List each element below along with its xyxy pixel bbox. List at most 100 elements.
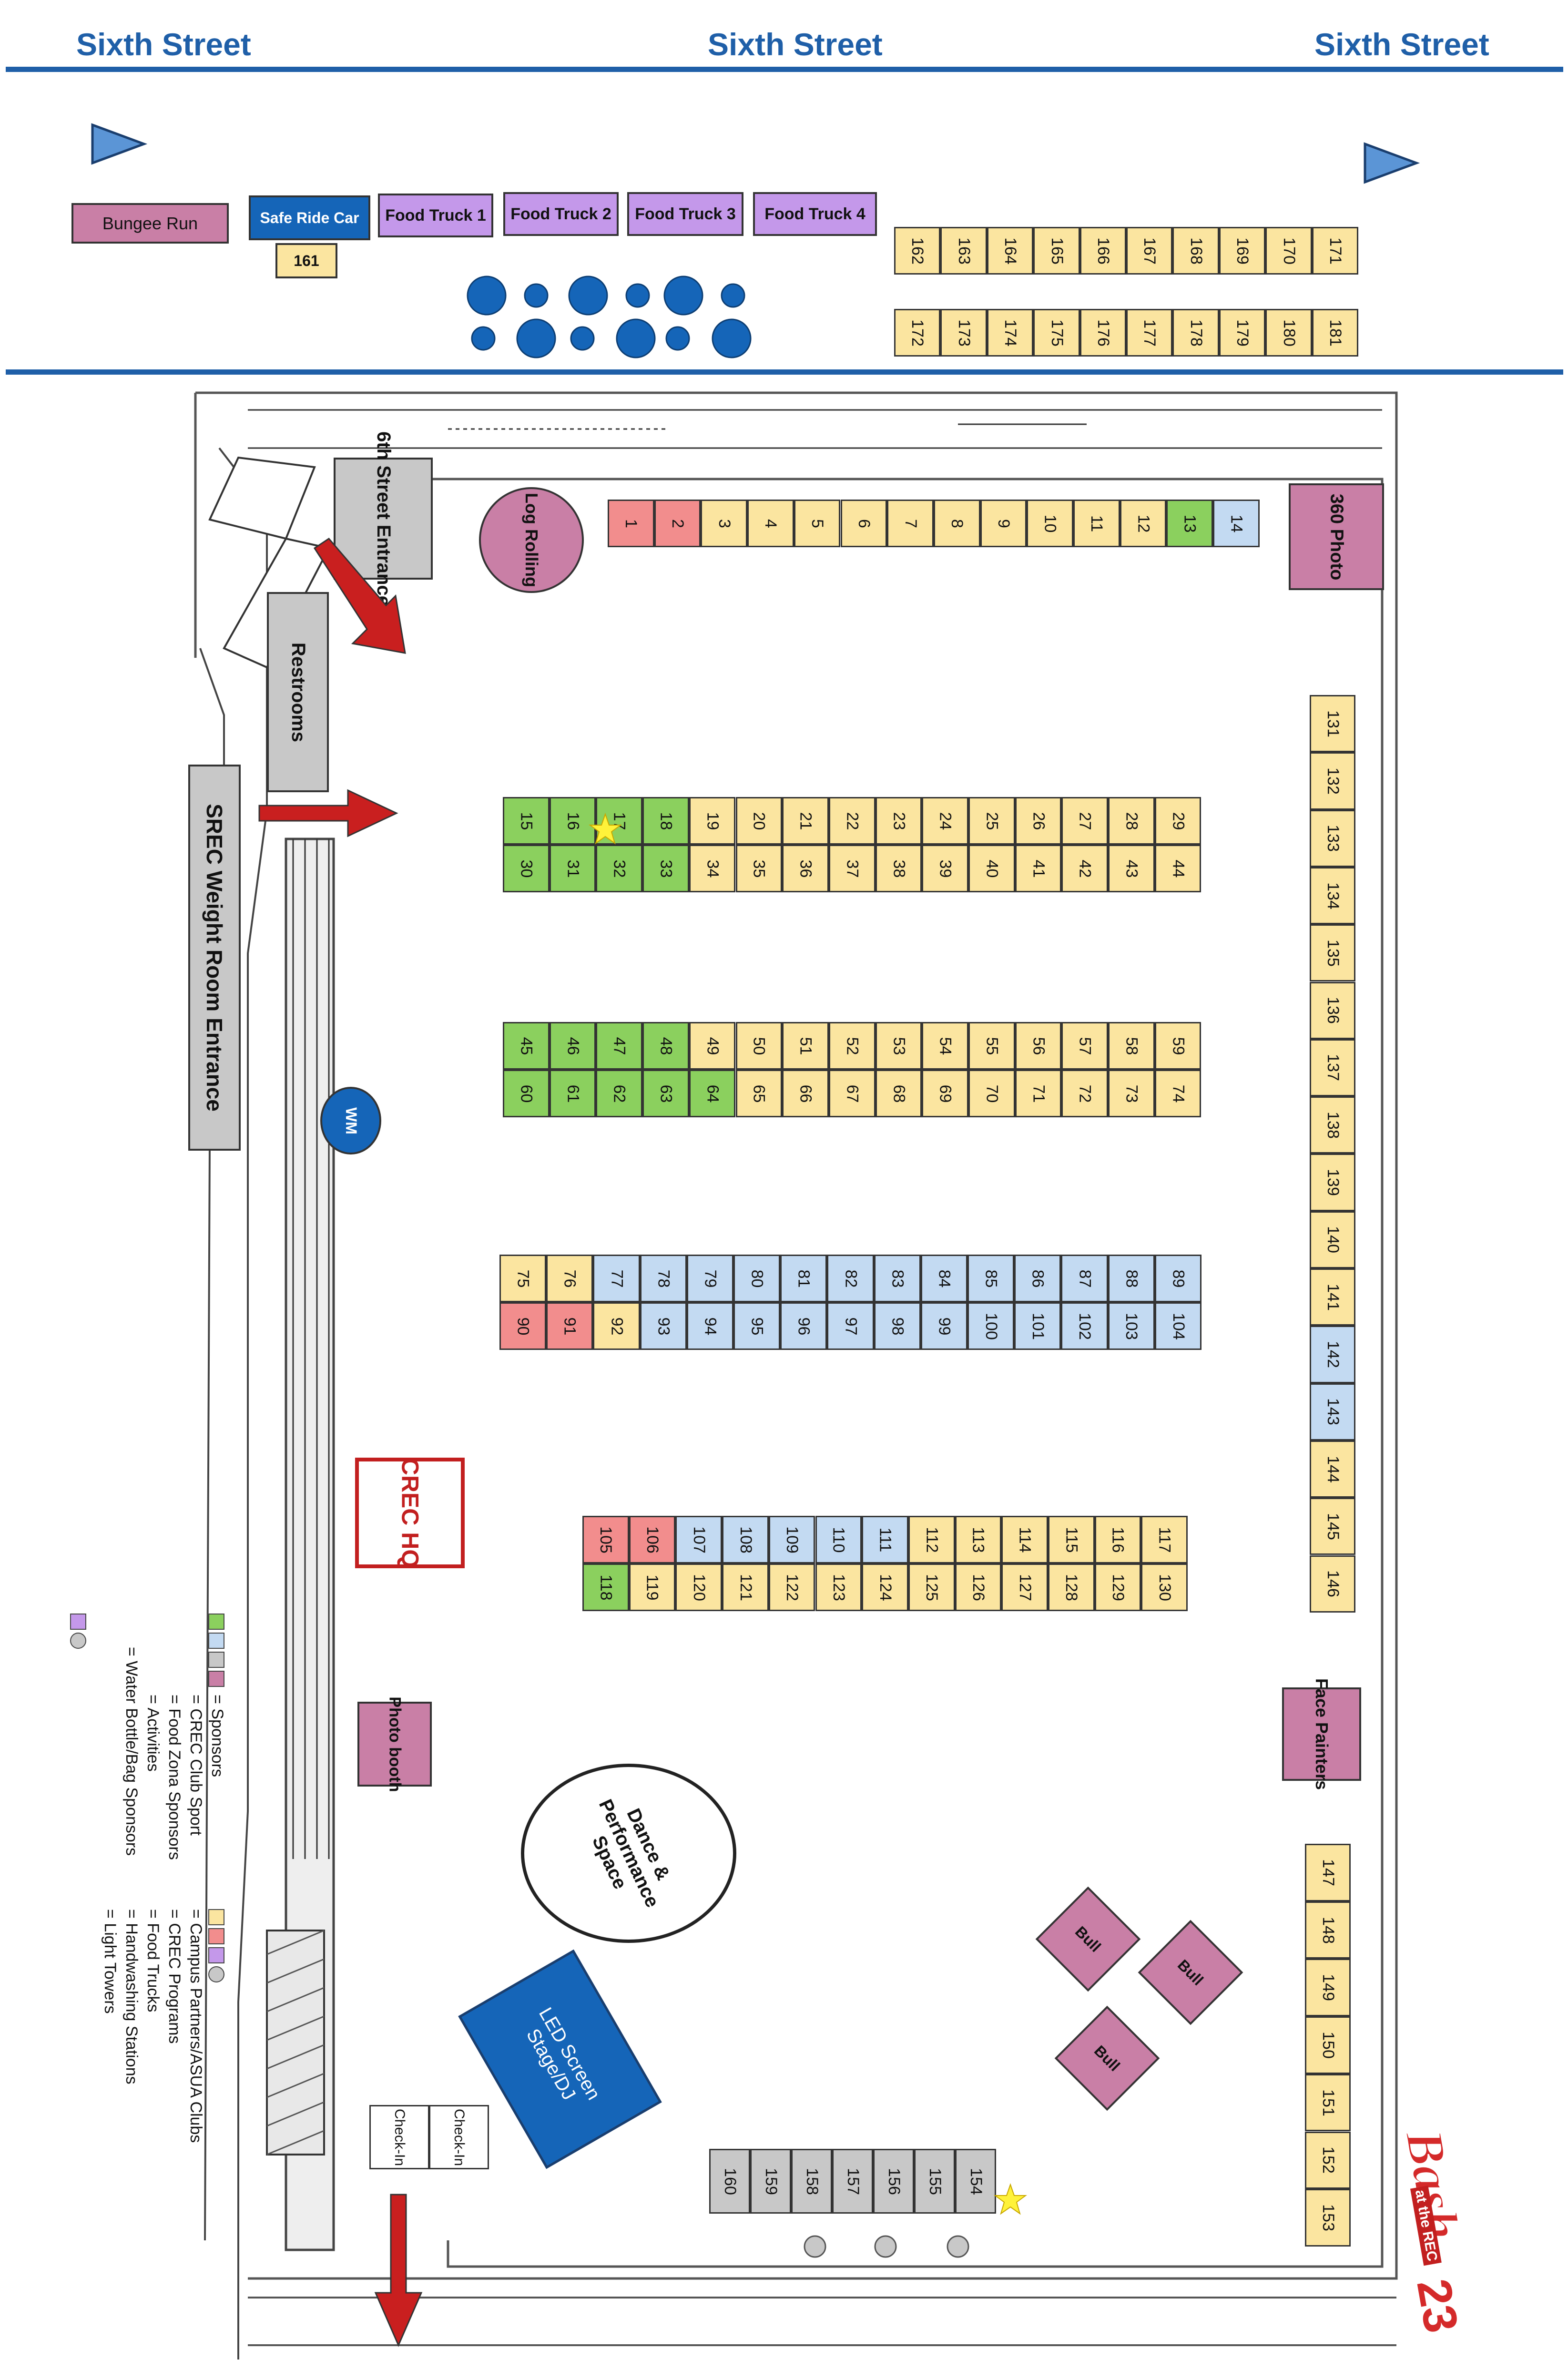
- booth-34[interactable]: 34: [689, 845, 736, 892]
- booth-159[interactable]: 159: [750, 2149, 791, 2214]
- booth-83[interactable]: 83: [874, 1255, 921, 1302]
- booth-72[interactable]: 72: [1061, 1070, 1109, 1117]
- booth-180[interactable]: 180: [1265, 309, 1312, 357]
- booth-142[interactable]: 142: [1310, 1326, 1355, 1383]
- booth-99[interactable]: 99: [920, 1302, 967, 1350]
- booth-111[interactable]: 111: [862, 1516, 908, 1563]
- booth-44[interactable]: 44: [1154, 845, 1201, 892]
- booth-177[interactable]: 177: [1126, 309, 1173, 357]
- booth-15[interactable]: 15: [503, 797, 550, 845]
- booth-28[interactable]: 28: [1108, 797, 1155, 845]
- booth-139[interactable]: 139: [1310, 1154, 1355, 1211]
- booth-46[interactable]: 46: [549, 1022, 596, 1070]
- booth-164[interactable]: 164: [987, 227, 1034, 275]
- booth-114[interactable]: 114: [1001, 1516, 1048, 1563]
- booth-87[interactable]: 87: [1061, 1255, 1108, 1302]
- booth-81[interactable]: 81: [780, 1255, 827, 1302]
- booth-18[interactable]: 18: [642, 797, 689, 845]
- booth-21[interactable]: 21: [782, 797, 829, 845]
- booth-59[interactable]: 59: [1154, 1022, 1201, 1070]
- booth-65[interactable]: 65: [735, 1070, 783, 1117]
- check-in-left[interactable]: Check-In: [369, 2105, 429, 2169]
- booth-103[interactable]: 103: [1108, 1302, 1155, 1350]
- booth-5[interactable]: 5: [794, 500, 841, 547]
- booth-109[interactable]: 109: [768, 1516, 815, 1563]
- booth-23[interactable]: 23: [875, 797, 922, 845]
- booth-50[interactable]: 50: [735, 1022, 783, 1070]
- photo-booth[interactable]: Photo booth: [357, 1696, 432, 1792]
- booth-158[interactable]: 158: [791, 2149, 832, 2214]
- booth-178[interactable]: 178: [1172, 309, 1219, 357]
- booth-29[interactable]: 29: [1154, 797, 1201, 845]
- booth-133[interactable]: 133: [1310, 809, 1355, 867]
- booth-134[interactable]: 134: [1310, 867, 1355, 925]
- booth-12[interactable]: 12: [1120, 500, 1167, 547]
- booth-128[interactable]: 128: [1048, 1563, 1095, 1611]
- booth-77[interactable]: 77: [593, 1255, 640, 1302]
- booth-79[interactable]: 79: [686, 1255, 733, 1302]
- safe-ride-car[interactable]: Safe Ride Car: [249, 195, 370, 240]
- booth-16[interactable]: 16: [549, 797, 596, 845]
- booth-172[interactable]: 172: [894, 309, 941, 357]
- booth-92[interactable]: 92: [593, 1302, 640, 1350]
- booth-69[interactable]: 69: [922, 1070, 968, 1117]
- booth-57[interactable]: 57: [1061, 1022, 1109, 1070]
- booth-132[interactable]: 132: [1310, 752, 1355, 810]
- booth-155[interactable]: 155: [914, 2149, 955, 2214]
- booth-122[interactable]: 122: [768, 1563, 815, 1611]
- booth-118[interactable]: 118: [582, 1563, 629, 1611]
- booth-174[interactable]: 174: [987, 309, 1034, 357]
- booth-85[interactable]: 85: [967, 1255, 1015, 1302]
- booth-127[interactable]: 127: [1001, 1563, 1048, 1611]
- booth-161[interactable]: 161: [275, 243, 337, 278]
- booth-4[interactable]: 4: [747, 500, 794, 547]
- booth-14[interactable]: 14: [1213, 500, 1260, 547]
- booth-90[interactable]: 90: [499, 1302, 547, 1350]
- booth-119[interactable]: 119: [629, 1563, 676, 1611]
- booth-125[interactable]: 125: [908, 1563, 955, 1611]
- food-truck-3[interactable]: Food Truck 3: [627, 192, 743, 236]
- srec-weight-room-entrance[interactable]: SREC Weight Room Entrance: [188, 765, 241, 1151]
- booth-170[interactable]: 170: [1265, 227, 1312, 275]
- booth-94[interactable]: 94: [686, 1302, 733, 1350]
- booth-167[interactable]: 167: [1126, 227, 1173, 275]
- food-truck-4[interactable]: Food Truck 4: [753, 192, 877, 236]
- booth-141[interactable]: 141: [1310, 1268, 1355, 1326]
- booth-55[interactable]: 55: [968, 1022, 1015, 1070]
- booth-54[interactable]: 54: [922, 1022, 968, 1070]
- booth-154[interactable]: 154: [955, 2149, 996, 2214]
- booth-78[interactable]: 78: [640, 1255, 687, 1302]
- booth-101[interactable]: 101: [1014, 1302, 1061, 1350]
- photo-360[interactable]: 360 Photo: [1289, 483, 1384, 590]
- booth-106[interactable]: 106: [629, 1516, 676, 1563]
- booth-6[interactable]: 6: [840, 500, 887, 547]
- booth-20[interactable]: 20: [735, 797, 783, 845]
- booth-147[interactable]: 147: [1305, 1844, 1351, 1901]
- booth-49[interactable]: 49: [689, 1022, 736, 1070]
- booth-73[interactable]: 73: [1108, 1070, 1155, 1117]
- booth-43[interactable]: 43: [1108, 845, 1155, 892]
- face-painters[interactable]: Face Painters: [1282, 1678, 1361, 1790]
- booth-31[interactable]: 31: [549, 845, 596, 892]
- booth-33[interactable]: 33: [642, 845, 689, 892]
- booth-40[interactable]: 40: [968, 845, 1015, 892]
- booth-153[interactable]: 153: [1305, 2189, 1351, 2247]
- booth-45[interactable]: 45: [503, 1022, 550, 1070]
- booth-48[interactable]: 48: [642, 1022, 689, 1070]
- booth-58[interactable]: 58: [1108, 1022, 1155, 1070]
- booth-156[interactable]: 156: [873, 2149, 914, 2214]
- booth-150[interactable]: 150: [1305, 2016, 1351, 2074]
- booth-173[interactable]: 173: [940, 309, 987, 357]
- booth-115[interactable]: 115: [1048, 1516, 1095, 1563]
- booth-166[interactable]: 166: [1079, 227, 1126, 275]
- booth-108[interactable]: 108: [722, 1516, 769, 1563]
- booth-32[interactable]: 32: [596, 845, 643, 892]
- booth-64[interactable]: 64: [689, 1070, 736, 1117]
- booth-2[interactable]: 2: [654, 500, 701, 547]
- restrooms[interactable]: Restrooms: [267, 592, 329, 792]
- booth-162[interactable]: 162: [894, 227, 941, 275]
- booth-107[interactable]: 107: [675, 1516, 723, 1563]
- booth-169[interactable]: 169: [1219, 227, 1266, 275]
- booth-9[interactable]: 9: [980, 500, 1027, 547]
- booth-163[interactable]: 163: [940, 227, 987, 275]
